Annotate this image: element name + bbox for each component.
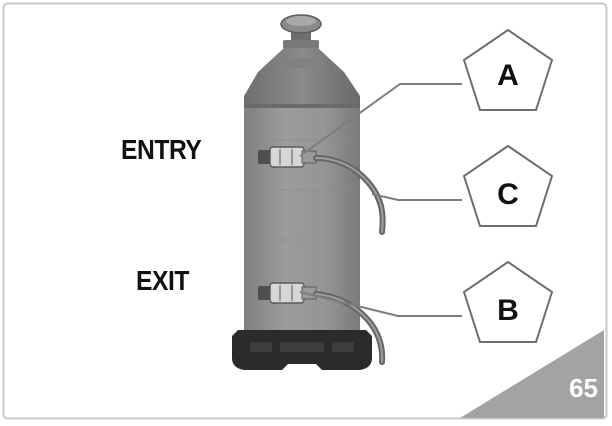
callout-pentagon-c [462, 144, 554, 227]
cartridge-knob [280, 14, 322, 49]
entry-fitting [258, 146, 317, 168]
callout-pentagon-b [462, 260, 554, 343]
callout-letter-c: C [497, 178, 519, 211]
cartridge-base [232, 330, 372, 370]
exit-fitting [258, 282, 317, 304]
leader-line-a [299, 83, 462, 157]
callout-letter-a: A [497, 59, 519, 92]
leader-line-b [299, 291, 462, 317]
filter-cartridge [232, 14, 386, 370]
cartridge-shoulder [244, 48, 360, 106]
callout-pentagon-a [462, 28, 554, 111]
leader-line-c [371, 193, 462, 201]
entry-label: ENTRY [121, 134, 202, 165]
page-corner-tab [460, 330, 604, 418]
callout-letter-b: B [497, 294, 519, 327]
page-number: 65 [569, 373, 598, 403]
exit-label: EXIT [136, 265, 190, 296]
